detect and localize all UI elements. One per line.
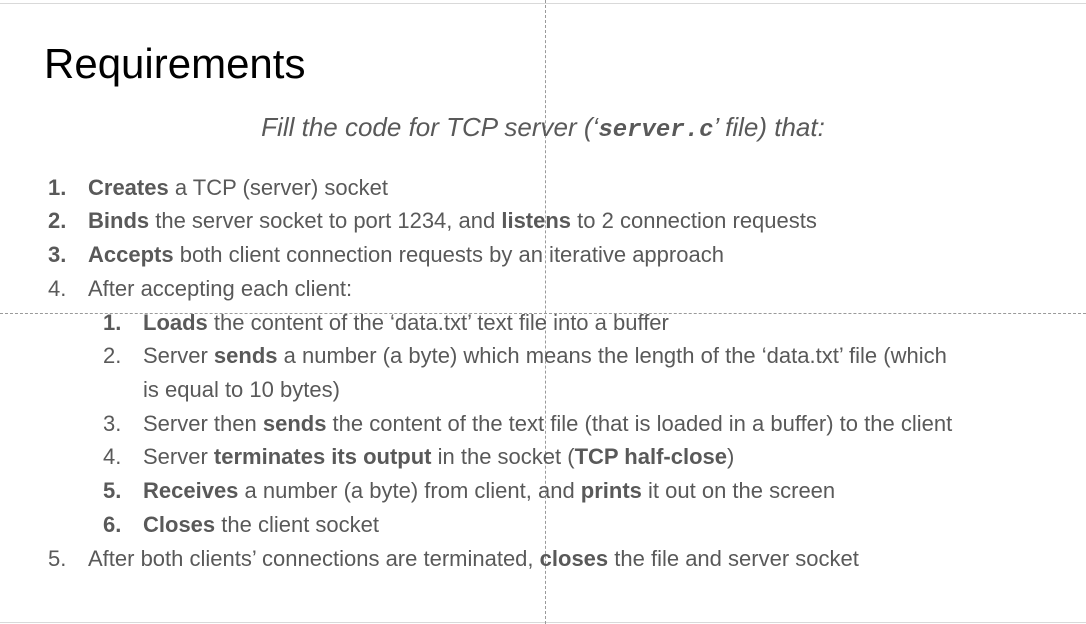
top-rule <box>0 3 1086 4</box>
slide-subtitle: Fill the code for TCP server (‘server.c’… <box>261 112 825 144</box>
bottom-rule <box>0 622 1086 623</box>
slide-title: Requirements <box>44 40 306 87</box>
horizontal-guide <box>0 313 1086 314</box>
vertical-guide <box>545 0 546 624</box>
filename-code: server.c <box>598 117 714 144</box>
